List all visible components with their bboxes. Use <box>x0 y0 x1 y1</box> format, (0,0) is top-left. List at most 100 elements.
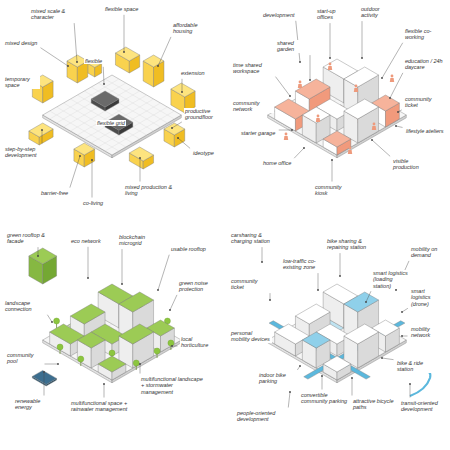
callout-label: visible production <box>392 158 434 171</box>
leader-dot <box>289 391 291 393</box>
callout-label: eco network <box>70 238 102 244</box>
callout-label: mixed design <box>4 40 38 46</box>
leader-line <box>140 158 141 182</box>
leader-line <box>382 43 403 78</box>
building-roof <box>344 67 379 87</box>
callout-label: bike & ride station <box>396 360 438 373</box>
person-figure <box>328 66 332 70</box>
leader-line <box>275 77 290 96</box>
callout-label: extension <box>180 70 206 76</box>
leader-dot <box>401 311 403 313</box>
callout-label: flexible co-working <box>404 28 446 41</box>
building-roof <box>98 356 126 372</box>
leader-dot <box>291 129 293 131</box>
leader-line <box>340 253 341 276</box>
leader-dot <box>309 79 311 81</box>
leader-dot <box>103 83 105 85</box>
leader-line <box>410 384 411 398</box>
leader-line <box>44 372 45 396</box>
leader-line <box>322 376 323 390</box>
callout-label: blockchain microgrid <box>118 234 160 247</box>
callout-label: start-up offices <box>316 8 354 21</box>
leader-line <box>70 156 80 188</box>
leader-line <box>332 160 333 182</box>
callout-label: mobility network <box>410 326 446 339</box>
leader-line <box>366 291 371 302</box>
callout-label: flexible grid <box>96 120 126 126</box>
leader-dot <box>365 301 367 303</box>
leader-dot <box>123 51 125 53</box>
grid-line <box>64 103 133 143</box>
building-roof <box>302 107 330 123</box>
callout-label: development <box>262 12 296 18</box>
building-roof <box>323 131 351 147</box>
isometric-block <box>29 47 195 169</box>
callout-label: mixed production & living <box>124 184 174 197</box>
person-figure <box>317 115 320 118</box>
leader-dot <box>43 371 45 373</box>
leader-line <box>158 37 171 66</box>
leader-dot <box>351 377 353 379</box>
callout-label: temporary space <box>4 76 40 89</box>
leader-line <box>390 73 403 98</box>
callout-label: affordable housing <box>172 22 214 35</box>
callout-label: flexible space <box>104 6 139 12</box>
person-figure <box>285 133 288 136</box>
leader-dot <box>339 275 341 277</box>
leader-line <box>270 293 271 300</box>
leader-dot <box>51 321 53 323</box>
building-roof <box>295 304 330 324</box>
callout-label: bike sharing & repairing station <box>326 238 376 251</box>
callout-label: home office <box>262 160 292 166</box>
ground-plate <box>43 75 182 155</box>
building-roof <box>344 292 379 312</box>
leader-line <box>398 110 402 112</box>
leader-line <box>402 336 408 337</box>
callout-label: carsharing & charging station <box>230 232 276 245</box>
grid-line <box>84 99 153 139</box>
building-roof <box>91 91 119 107</box>
leader-line <box>318 273 319 290</box>
leader-dot <box>269 299 271 301</box>
callout-label: community pool <box>6 352 42 365</box>
leader-dot <box>87 277 89 279</box>
person-figure <box>284 136 288 140</box>
person-figure <box>316 118 320 122</box>
leader-dot <box>299 61 301 63</box>
leader-dot <box>157 65 159 67</box>
callout-label: community ticket <box>404 96 446 109</box>
callout-label: usable rooftop <box>170 246 207 252</box>
callout-label: outdoor activity <box>360 6 398 19</box>
building-roof <box>77 332 105 348</box>
leader-dot <box>317 289 319 291</box>
leader-line <box>45 364 59 365</box>
callout-label: lifestyle ateliers <box>405 128 445 134</box>
leader-dot <box>37 255 39 257</box>
leader-dot <box>171 127 173 129</box>
leader-dot <box>177 137 179 139</box>
callout-label: mixed scale & character <box>30 8 74 21</box>
leader-line <box>172 122 182 128</box>
leader-dot <box>41 129 43 131</box>
leader-line <box>178 138 190 148</box>
leader-dot <box>289 95 291 97</box>
building-roof <box>295 79 330 99</box>
leader-dot <box>361 57 363 59</box>
building-roof <box>164 123 185 135</box>
callout-label: people-oriented development <box>236 410 288 423</box>
building-roof <box>129 147 153 161</box>
callout-label: smart logistics (drone) <box>410 288 446 307</box>
callout-label: multifunctional space + rainwater manage… <box>70 400 130 413</box>
leader-line <box>170 295 177 310</box>
leader-line <box>88 247 89 278</box>
leader-dot <box>261 261 263 263</box>
person-figure <box>391 75 394 78</box>
leader-line <box>140 364 141 374</box>
building-roof <box>323 356 351 372</box>
callout-label: time shared workspace <box>232 62 274 75</box>
isometric-block <box>268 59 407 158</box>
leader-dot <box>121 283 123 285</box>
leader-line <box>41 48 68 66</box>
